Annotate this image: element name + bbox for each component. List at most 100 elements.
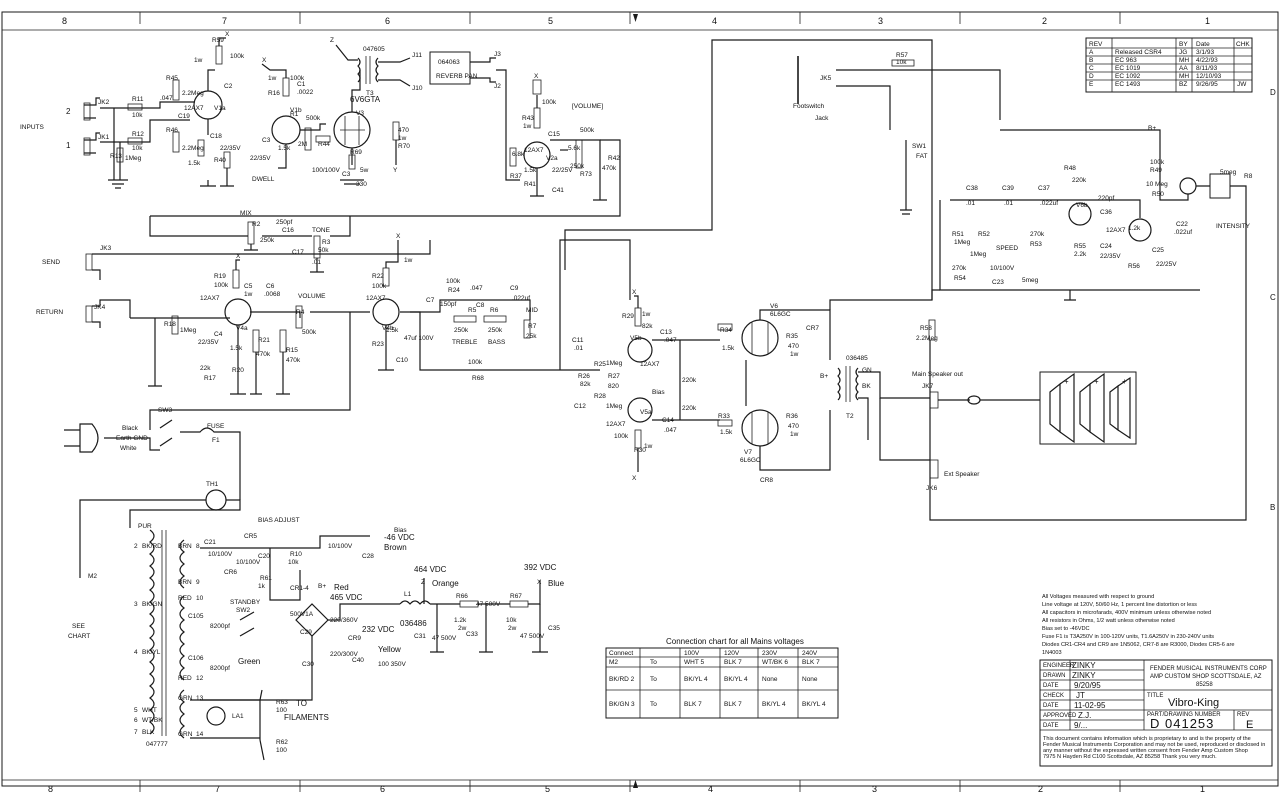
c33-label: C33 — [466, 631, 478, 638]
t2-label: T2 — [846, 413, 854, 420]
zone-label: 2 — [1042, 16, 1047, 26]
sw2-label: SW2 — [236, 607, 250, 614]
v1a-label: V1a — [214, 105, 226, 112]
r23-label: R23 — [372, 341, 384, 348]
c18-label: C18 — [210, 133, 222, 140]
speed-label: SPEED — [996, 245, 1018, 252]
rev-cell: EC 1019 — [1115, 65, 1141, 72]
cr6-label: CR6 — [224, 569, 237, 576]
bk-label: BK — [862, 383, 871, 390]
row-labels: D C B — [1270, 88, 1276, 512]
value: 1w — [790, 351, 799, 358]
rev-cell: Released CSR4 — [1115, 49, 1162, 56]
value: 2M — [298, 141, 307, 148]
mix-label: MIX — [240, 210, 252, 217]
value: 220k — [682, 405, 697, 412]
input-number-1: 1 — [66, 141, 71, 150]
node-x: X — [236, 253, 241, 260]
pur-wire: PUR — [138, 523, 152, 530]
rev-cell: MH — [1179, 73, 1189, 80]
part-number-label: PART/DRAWING NUMBER — [1147, 712, 1221, 718]
r10-label: R10 — [290, 551, 302, 558]
l1-number: 036486 — [400, 619, 427, 628]
value: 2w — [458, 625, 467, 632]
fat-label: FAT — [916, 153, 927, 160]
tone-label: TONE — [312, 227, 331, 234]
c20-label: C20 — [258, 553, 270, 560]
drawing-border — [1, 11, 1279, 792]
value: .022uf — [512, 295, 530, 302]
value: 1w — [404, 257, 413, 264]
chart-header: 100V — [684, 650, 700, 657]
value: 100k — [614, 433, 629, 440]
value: 100/100V — [312, 167, 340, 174]
value: 1.5k — [524, 167, 537, 174]
r21-label: R21 — [258, 337, 270, 344]
date3: 9/... — [1074, 721, 1087, 730]
l1-label: L1 — [404, 591, 412, 598]
value: 500k — [306, 115, 321, 122]
t1-number: 047777 — [146, 741, 168, 748]
value: 250k — [454, 327, 469, 334]
zone-label: 6 — [380, 784, 385, 794]
v4-label: 12AX7 — [200, 295, 220, 302]
r55-label: R55 — [1074, 243, 1086, 250]
chart-cell: BLK 7 — [684, 701, 702, 708]
brown-label: Brown — [384, 543, 407, 552]
rev-cell: A — [1089, 49, 1094, 56]
ext-speaker-label: Ext Speaker — [944, 471, 980, 478]
chart-header: 240V — [802, 650, 818, 657]
value: .0068 — [264, 291, 281, 298]
wtbk-wire: WT/BK — [142, 717, 163, 724]
value: 470k — [602, 165, 617, 172]
node-x: X — [225, 31, 230, 38]
value: 100k — [230, 53, 245, 60]
r11-label: R11 — [132, 96, 144, 103]
fx-loop-section: SEND RETURN JK3 JK4 R18 1Meg 12AX7 V4a R… — [36, 233, 560, 430]
rev-cell: JG — [1179, 49, 1187, 56]
r35-label: R35 — [786, 333, 798, 340]
note-line: All Voltages measured with respect to gr… — [1042, 594, 1154, 600]
disclaimer: Fender Musical Instruments Corporation a… — [1043, 742, 1265, 748]
value: 100k — [1150, 159, 1165, 166]
note-line: Bias set to -46VDC — [1042, 626, 1090, 632]
value: 1w — [244, 291, 253, 298]
v5a-label: V5b — [630, 335, 642, 342]
value: 10 Meg — [1146, 181, 1168, 188]
main-speaker-label: Main Speaker out — [912, 371, 963, 378]
node-x: X — [262, 57, 267, 64]
volume-rev-label: [VOLUME] — [572, 103, 603, 110]
value: 6.8k — [512, 151, 525, 158]
r52-label: R52 — [978, 231, 990, 238]
c30-label: C30 — [302, 661, 314, 668]
pin-7: 7 — [134, 729, 138, 736]
c21-label: C21 — [204, 539, 216, 546]
value: 1Meg — [606, 360, 623, 367]
value: 1.5k — [720, 429, 733, 436]
c12-label: C12 — [574, 403, 586, 410]
chart-cell: BK/GN 3 — [609, 701, 635, 708]
approved-label: APPROVED — [1043, 713, 1077, 719]
bplus-label: B+ — [820, 373, 828, 380]
v5-label: 12AX7 — [606, 421, 626, 428]
volume-fx-label: VOLUME — [298, 293, 326, 300]
zone-label: 3 — [872, 784, 877, 794]
c11-label: C11 — [572, 337, 584, 344]
red-pin: RED — [178, 675, 192, 682]
title-block: ENGINEER ZINKY DRAWN ZINKY DATE 9/20/95 … — [1039, 659, 1273, 767]
chart-cell: None — [802, 676, 818, 683]
value: 1k — [258, 583, 266, 590]
value: 1Meg — [970, 251, 987, 258]
bias-adjust-label: BIAS ADJUST — [258, 517, 300, 524]
value: 100k — [372, 283, 387, 290]
brn-pin: BRN — [178, 579, 192, 586]
c2-label: C2 — [224, 83, 233, 90]
red-pin: RED — [178, 595, 192, 602]
note-line: All resistors in Ohms, 1/2 watt unless o… — [1042, 618, 1175, 624]
pin-num: 13 — [196, 695, 204, 702]
value: .01 — [574, 345, 583, 352]
rev-cell: BZ — [1179, 81, 1187, 88]
value: 22/35V — [220, 145, 241, 152]
c28-label: C28 — [362, 553, 374, 560]
